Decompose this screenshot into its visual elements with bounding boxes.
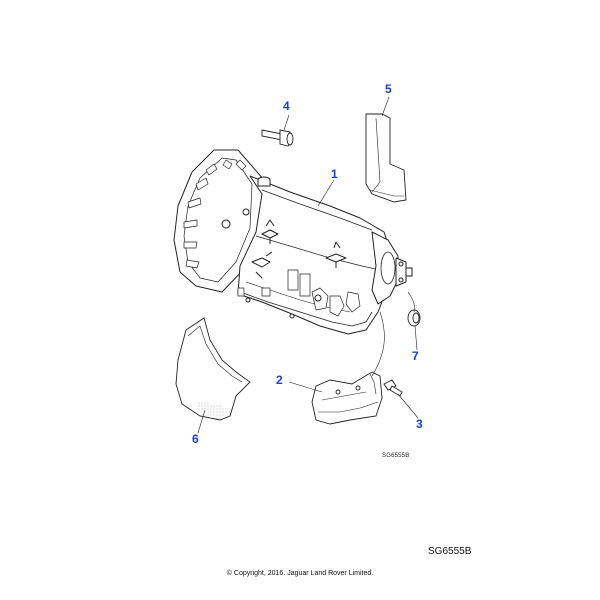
leader-lines — [197, 96, 419, 434]
callout-3: 3 — [416, 417, 423, 431]
insulation-pad-part-6 — [175, 317, 251, 421]
diagram-reference: SG6555B — [428, 546, 472, 557]
callout-2: 2 — [276, 373, 283, 387]
transmission-housing — [173, 149, 413, 335]
callout-7: 7 — [412, 349, 419, 363]
heat-shield-part-5 — [365, 113, 407, 203]
callout-4: 4 — [283, 99, 290, 113]
bolt-part-3 — [383, 379, 403, 397]
mounting-bracket-part-2 — [311, 371, 383, 425]
diagram-reference-small: SG6555B — [382, 453, 410, 459]
callout-1: 1 — [331, 167, 338, 181]
callouts: 1 2 3 4 5 6 7 — [192, 82, 423, 446]
plug-part-7 — [407, 309, 421, 327]
copyright-notice: © Copyright, 2016. Jaguar Land Rover Lim… — [226, 570, 374, 577]
bolt-part-4 — [261, 129, 294, 147]
callout-6: 6 — [192, 432, 199, 446]
callout-5: 5 — [385, 82, 392, 96]
